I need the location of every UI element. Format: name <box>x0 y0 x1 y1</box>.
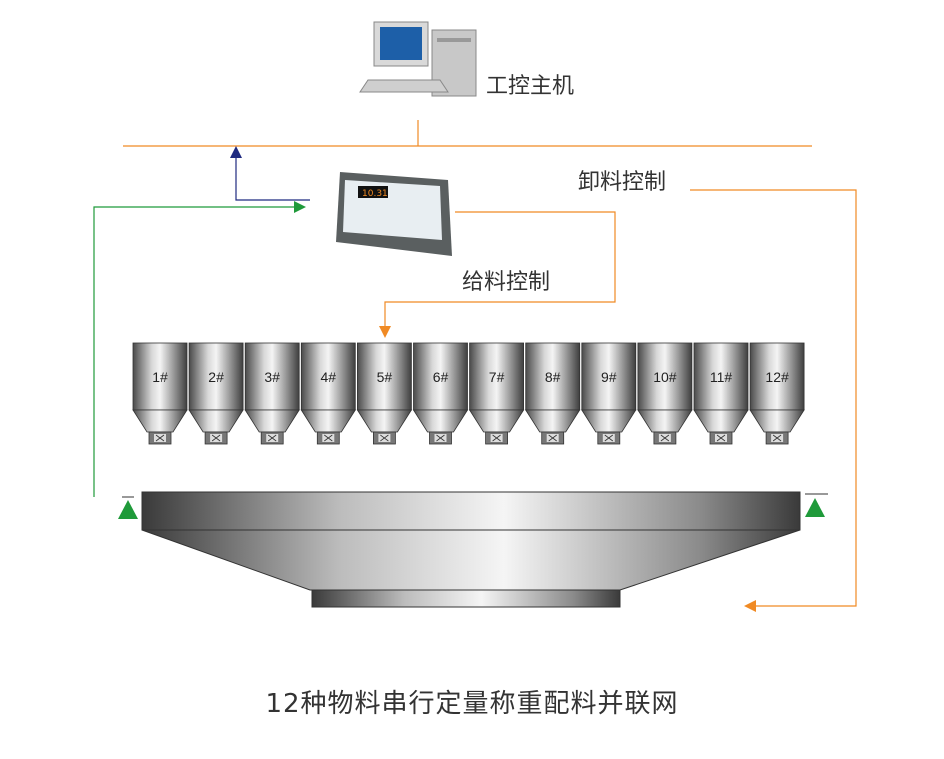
weigh-hopper <box>141 491 801 608</box>
hopper <box>188 342 244 445</box>
controller-uplink <box>230 146 310 201</box>
sensor-signal-line <box>93 201 306 497</box>
discharge-control-label: 卸料控制 <box>578 170 667 195</box>
computer-icon <box>359 21 477 97</box>
hopper <box>412 342 469 445</box>
hopper-label: 3# <box>264 369 280 385</box>
hopper <box>693 342 749 445</box>
hopper-label: 4# <box>320 369 337 385</box>
weighing-controller: 10.31 <box>336 172 452 256</box>
computer-label: 工控主机 <box>486 74 575 99</box>
hopper <box>581 342 637 445</box>
feed-control-label: 给料控制 <box>462 270 551 295</box>
load-cell-left-icon <box>118 500 138 519</box>
hopper-group <box>132 342 805 445</box>
hopper-label: 1# <box>152 369 168 385</box>
hopper-label: 9# <box>601 369 617 385</box>
hopper-label: 10# <box>653 369 677 385</box>
hopper <box>468 342 525 445</box>
hopper-label: 6# <box>432 369 449 385</box>
hopper-label: 11# <box>709 369 733 385</box>
hopper-label: 7# <box>488 369 505 385</box>
hopper <box>749 342 805 445</box>
hopper <box>244 342 300 445</box>
hopper-label: 5# <box>376 369 393 385</box>
hopper <box>300 342 357 445</box>
hopper <box>637 342 693 445</box>
hopper-label: 8# <box>544 369 561 385</box>
load-cell-right-icon <box>805 498 825 517</box>
hopper-label: 2# <box>208 369 224 385</box>
svg-text:10.31: 10.31 <box>362 189 388 199</box>
hopper-label: 12# <box>765 369 789 385</box>
feed-control-line <box>379 211 616 338</box>
hopper <box>524 342 581 445</box>
hopper <box>356 342 413 445</box>
discharge-control-line <box>690 189 857 612</box>
diagram-title: 12种物料串行定量称重配料并联网 <box>265 689 679 719</box>
hopper <box>132 342 188 445</box>
